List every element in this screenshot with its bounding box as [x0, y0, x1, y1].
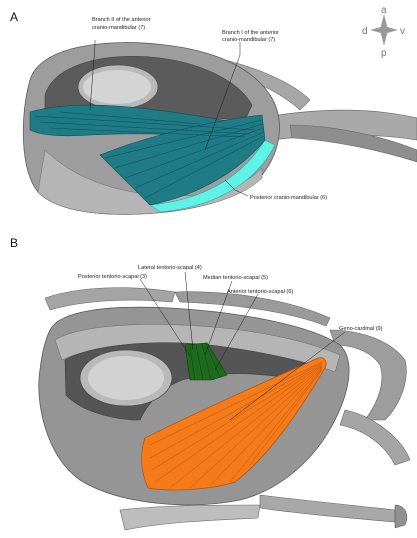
label-posterior-cranio-mandibular: Posterior cranio-mandibular (6): [250, 195, 327, 201]
label-posterior-tentorio-scapal: Posterior tentorio-scapal (3): [78, 274, 147, 280]
leg-b-bottom-right: [260, 495, 395, 522]
panel-b: B: [10, 236, 410, 530]
compass-dorsal: d: [362, 26, 368, 37]
label-branch-ii-line1: Branch II of the anterior: [92, 17, 151, 23]
eye-b-inner: [88, 356, 164, 400]
label-lateral-tentorio-scapal: Lateral tentorio-scapal (4): [138, 265, 202, 271]
label-branch-i-line2: cranio-mandibular (7): [222, 37, 275, 43]
eye-a-inner: [83, 70, 151, 104]
panel-b-label: B: [10, 236, 18, 250]
leg-b-bottom-left: [120, 505, 260, 530]
label-median-tentorio-scapal: Median tentorio-scapal (5): [203, 275, 268, 281]
label-geno-cardinal: Geno-cardinal (9): [339, 326, 383, 332]
label-anterior-tentorio-scapal: Anterior tentorio-scapal (6): [227, 289, 293, 295]
compass-posterior: p: [381, 48, 387, 59]
compass-anterior: a: [381, 5, 387, 16]
label-branch-ii-line2: cranio-mandibular (7): [92, 25, 145, 31]
panel-a: A a d v p: [10, 5, 417, 214]
label-branch-i-line1: Branch I of the anterior: [222, 30, 279, 36]
panel-a-label: A: [10, 10, 18, 24]
compass-horizontal-arrow: [370, 26, 398, 34]
leg-b-tip: [395, 505, 407, 528]
orientation-compass: a d v p: [362, 5, 405, 59]
compass-ventral: v: [400, 26, 405, 37]
appendage-b-top-left: [45, 288, 175, 310]
